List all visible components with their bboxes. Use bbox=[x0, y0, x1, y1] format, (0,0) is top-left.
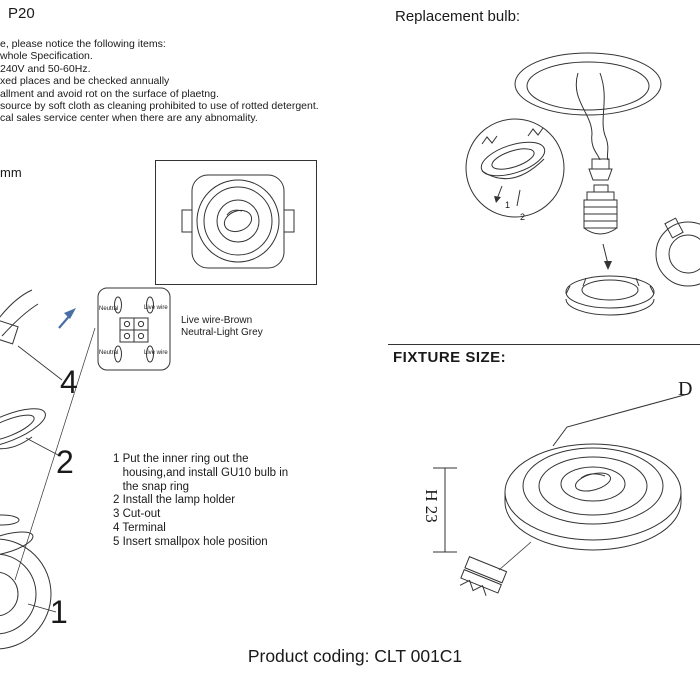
wiring-label-live-bottom: Live wire bbox=[144, 350, 168, 356]
callout-2: 2 bbox=[56, 444, 74, 480]
section-divider bbox=[388, 344, 700, 345]
step-line: 1 Put the inner ring out the bbox=[113, 453, 249, 465]
fixture-size-heading: FIXTURE SIZE: bbox=[393, 349, 507, 366]
step-line: the snap ring bbox=[113, 480, 190, 493]
step-line: 2 Install the lamp holder bbox=[113, 494, 236, 507]
wiring-label-neutral-top: Neutral bbox=[99, 306, 119, 312]
dimension-d-label: D bbox=[678, 378, 693, 400]
exploded-view-drawing bbox=[0, 289, 96, 650]
fixture-top-view-drawing bbox=[155, 160, 317, 285]
callout-1: 1 bbox=[50, 594, 68, 630]
cutout-dimension-fragment: mm bbox=[0, 165, 22, 180]
replacement-bulb-drawing bbox=[465, 52, 700, 316]
notice-line: source by soft cloth as cleaning prohibi… bbox=[0, 100, 319, 113]
notice-line: cal sales service center when there are … bbox=[0, 112, 258, 125]
product-coding: Product coding: CLT 001C1 bbox=[247, 646, 463, 666]
replacement-step-2: 2 bbox=[520, 212, 526, 222]
callout-4: 4 bbox=[60, 364, 78, 400]
replacement-step-1: 1 bbox=[505, 200, 511, 210]
wiring-pointer-arrow-icon bbox=[58, 308, 76, 329]
fixture-size-drawing bbox=[433, 393, 689, 596]
wiring-diagram-drawing bbox=[97, 287, 171, 371]
step-line: 3 Cut-out bbox=[113, 508, 161, 521]
assembly-steps-list: 1 Put the inner ring out the housing,and… bbox=[113, 453, 323, 550]
wiring-label-live-top: Live wire bbox=[144, 305, 168, 311]
step-line: housing,and install GU10 bulb in bbox=[113, 466, 289, 479]
notice-line: e, please notice the following items: bbox=[0, 38, 166, 50]
dimension-h-label: H 23 bbox=[422, 489, 441, 523]
notice-line: allment and avoid rot on the surface of … bbox=[0, 87, 219, 100]
notice-line: xed places and be checked annually bbox=[0, 75, 170, 88]
notice-line: 240V and 50-60Hz. bbox=[0, 62, 91, 75]
wire-color-live-label: Live wire-Brown bbox=[181, 315, 253, 326]
wiring-label-neutral-bottom: Neutral bbox=[99, 350, 119, 356]
notice-line: whole Specification. bbox=[0, 50, 93, 63]
step-line: 5 Insert smallpox hole position bbox=[113, 535, 268, 548]
notice-list: e, please notice the following items: wh… bbox=[0, 38, 370, 125]
replacement-bulb-heading: Replacement bulb: bbox=[395, 8, 521, 25]
ip-rating-fragment: P20 bbox=[8, 5, 35, 22]
step-line: 4 Terminal bbox=[113, 521, 166, 534]
wire-color-neutral-label: Neutral-Light Grey bbox=[181, 327, 263, 338]
